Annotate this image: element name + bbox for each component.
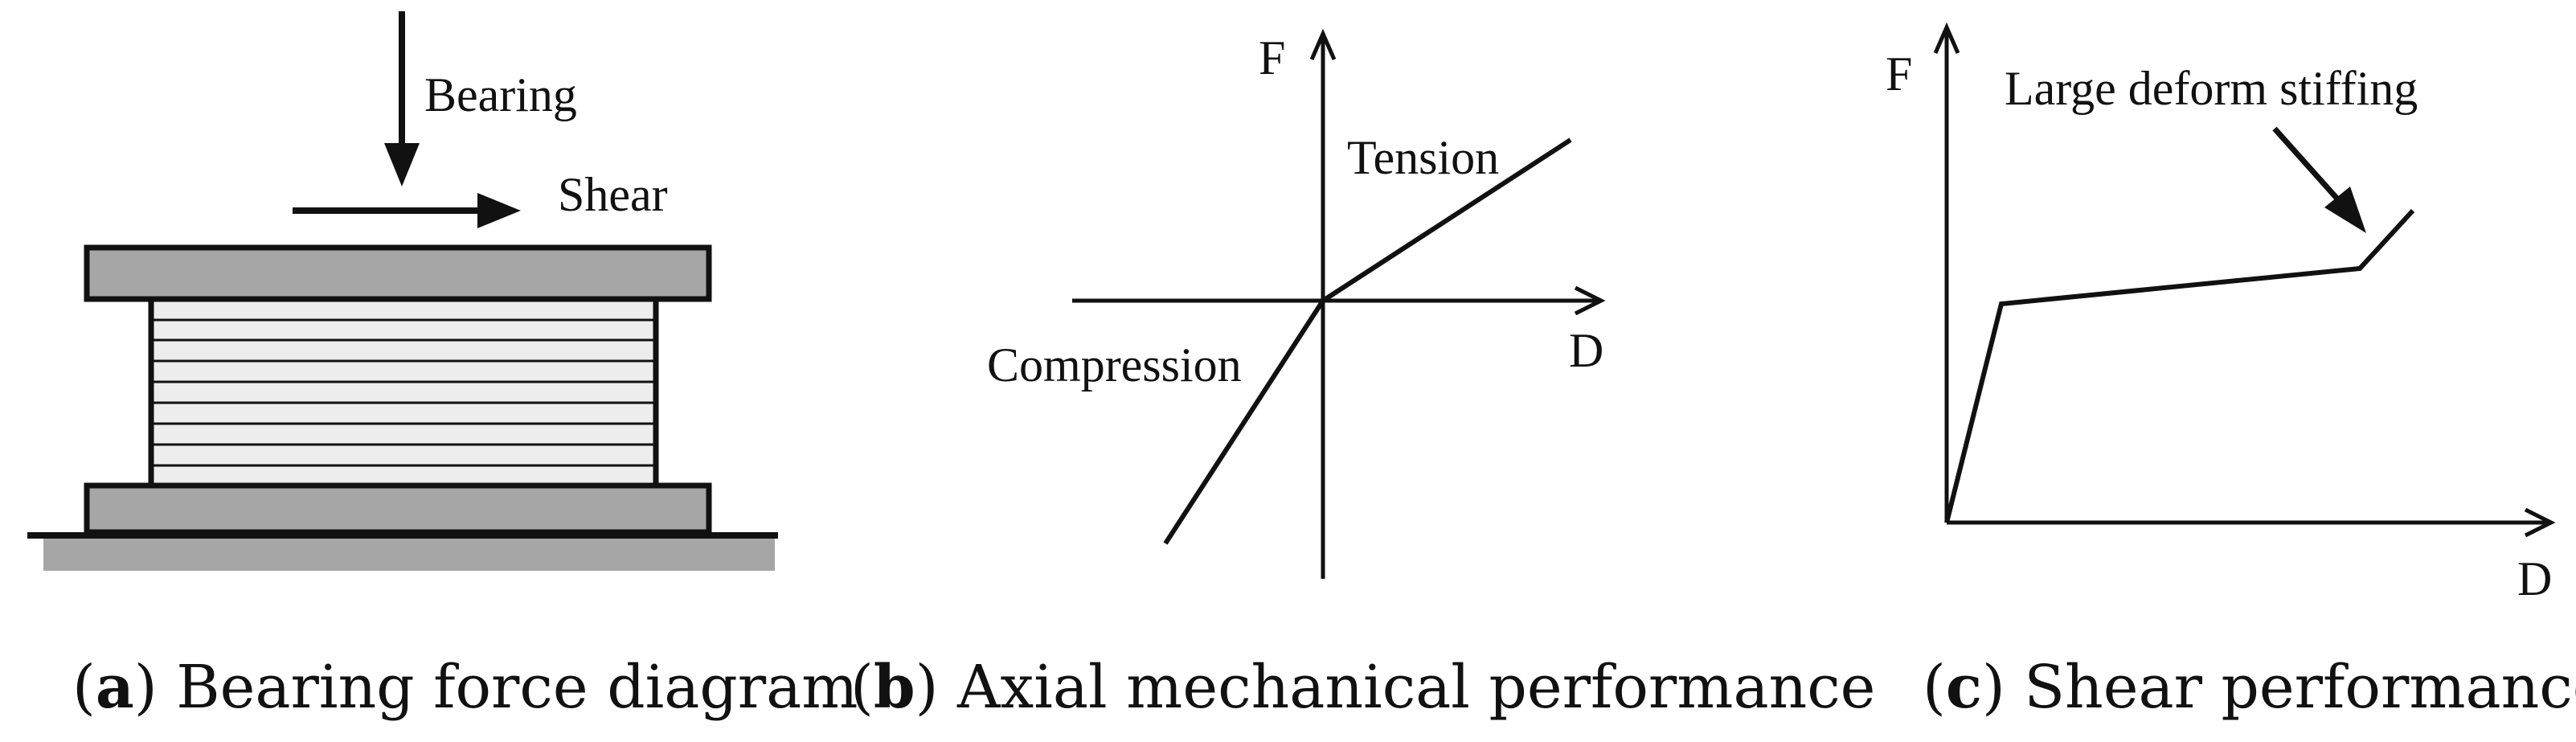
caption-c: (c) Shear performance (1923, 653, 2576, 722)
caption-a-text: Bearing force diagram (176, 653, 858, 722)
b-x-axis-arrowhead (1574, 285, 1606, 316)
bottom-plate (84, 482, 712, 535)
panel-a-bearing-diagram: Bearing Shear (a) Bearing force diagram (27, 11, 858, 722)
caption-a-letter: a (96, 653, 134, 722)
caption-a: (a) Bearing force diagram (72, 653, 858, 722)
panel-c-shear-chart: F D Large deform stiffing (c) Shear perf… (1886, 22, 2576, 722)
bearing-label: Bearing (424, 68, 577, 121)
caption-c-open: ( (1923, 653, 1946, 722)
c-annotation-label: Large deform stiffing (2005, 62, 2418, 115)
shear-arrow-head (477, 193, 521, 228)
b-x-axis-label: D (1569, 324, 1603, 377)
caption-b-text: Axial mechanical performance (956, 653, 1875, 722)
c-annotation-arrow-shaft (2272, 126, 2345, 207)
c-y-axis-label: F (1886, 47, 1912, 100)
rubber-layers (148, 296, 659, 489)
caption-b-letter: b (874, 653, 915, 722)
top-plate (84, 244, 712, 302)
b-tension-label: Tension (1347, 131, 1499, 184)
laminate-lines (151, 318, 656, 467)
shear-label: Shear (558, 168, 668, 221)
c-x-axis-label: D (2517, 552, 2552, 605)
panel-b-axial-chart: F D Tension Compression (b) Axial mechan… (850, 28, 1875, 722)
b-tension-line (1321, 137, 1572, 303)
b-y-axis-arrowhead (1309, 28, 1337, 61)
caption-b-open: ( (850, 653, 874, 722)
bearing-arrow-head (384, 143, 420, 187)
caption-c-letter: c (1946, 653, 1982, 722)
c-y-axis-arrowhead (1933, 22, 1960, 55)
caption-c-text: Shear performance (2024, 653, 2576, 722)
caption-c-close: ) (1982, 653, 2024, 722)
caption-a-open: ( (72, 653, 96, 722)
b-compression-line (1163, 299, 1325, 545)
ground-base (43, 535, 775, 571)
b-y-axis-label: F (1259, 31, 1285, 84)
b-compression-label: Compression (987, 338, 1242, 391)
caption-a-close: ) (134, 653, 176, 722)
c-annotation-arrow-head (2324, 187, 2366, 233)
c-shear-curve (1944, 208, 2415, 523)
caption-b-close: ) (915, 653, 957, 722)
caption-b: (b) Axial mechanical performance (850, 653, 1875, 722)
c-x-axis-arrowhead (2524, 507, 2556, 538)
